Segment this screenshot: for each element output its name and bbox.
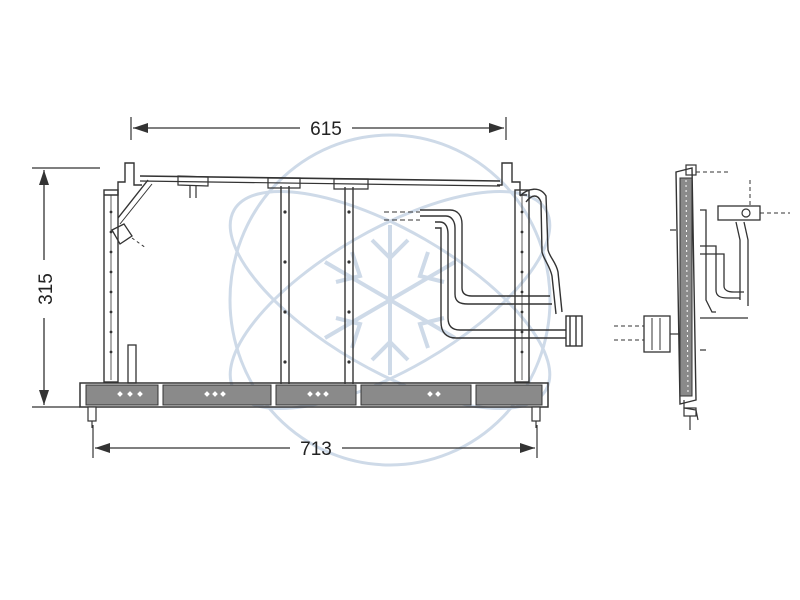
condenser-side-view	[614, 164, 790, 430]
condenser-front-view	[79, 162, 549, 408]
top-width-label: 615	[310, 119, 342, 140]
tank-rivets	[109, 210, 524, 364]
bottom-mounting-bar	[85, 384, 543, 406]
bottom-width-dimension: 713	[92, 425, 538, 460]
refrigerant-pipes	[384, 188, 583, 347]
mounting-pins	[87, 406, 541, 428]
top-width-dimension: 615	[130, 117, 507, 140]
snowflake-atom-logo-icon	[228, 133, 552, 467]
bottom-width-label: 713	[300, 439, 332, 460]
height-label: 315	[36, 273, 57, 305]
height-dimension: 315	[32, 167, 100, 408]
